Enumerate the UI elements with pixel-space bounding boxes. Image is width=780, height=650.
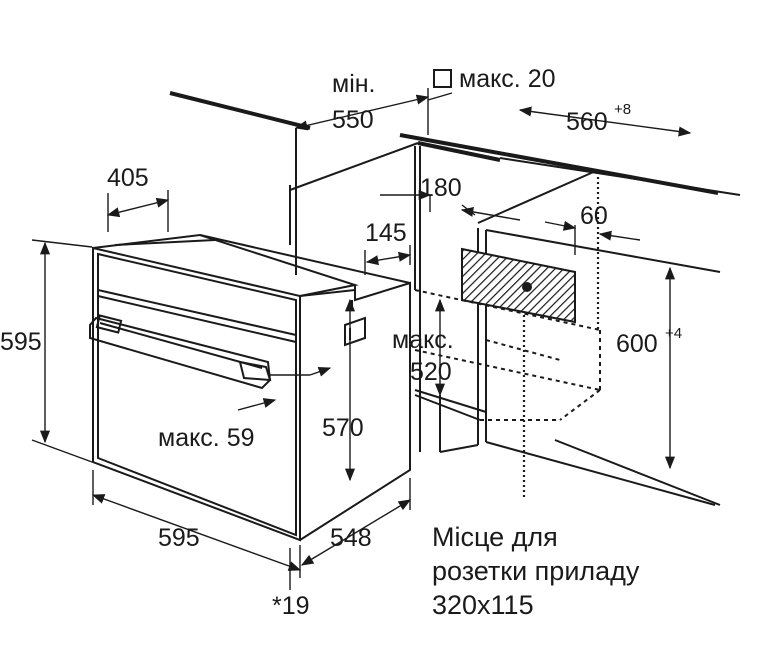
socket-note-line1: Місце для (432, 522, 558, 552)
socket-note-line3: 320x115 (432, 590, 534, 620)
socket-note: Місце для розетки приладу 320x115 (432, 522, 640, 620)
dim-60: 60 (580, 202, 608, 230)
height-595: 595 (0, 328, 42, 356)
socket-zone (461, 247, 576, 324)
dim-180: 180 (420, 174, 462, 202)
max-520-value: 520 (410, 358, 452, 386)
width-595: 595 (158, 524, 200, 552)
max-59-label: макс. 59 (158, 424, 255, 452)
niche-width-tolerance: +8 (614, 101, 631, 118)
min-depth-prefix: мін. (332, 70, 376, 98)
dim-570: 570 (322, 414, 364, 442)
max-20-label: макс. 20 (459, 65, 556, 93)
niche-height-value: 600 (616, 330, 658, 358)
oven-body (89, 233, 411, 542)
max-520-prefix: макс. (392, 326, 454, 354)
socket-note-line2: розетки приладу (432, 556, 640, 586)
niche-width-value: 560 (566, 108, 608, 136)
niche-height-tolerance: +4 (665, 325, 682, 342)
dim-405: 405 (107, 164, 149, 192)
square-symbol-icon (433, 69, 452, 88)
niche-hidden-lines (414, 172, 601, 500)
note-19: *19 (272, 592, 310, 620)
dimension-lines (31, 88, 692, 590)
dim-145: 145 (365, 219, 407, 247)
min-depth-value: 550 (332, 106, 374, 134)
depth-548: 548 (330, 524, 372, 552)
